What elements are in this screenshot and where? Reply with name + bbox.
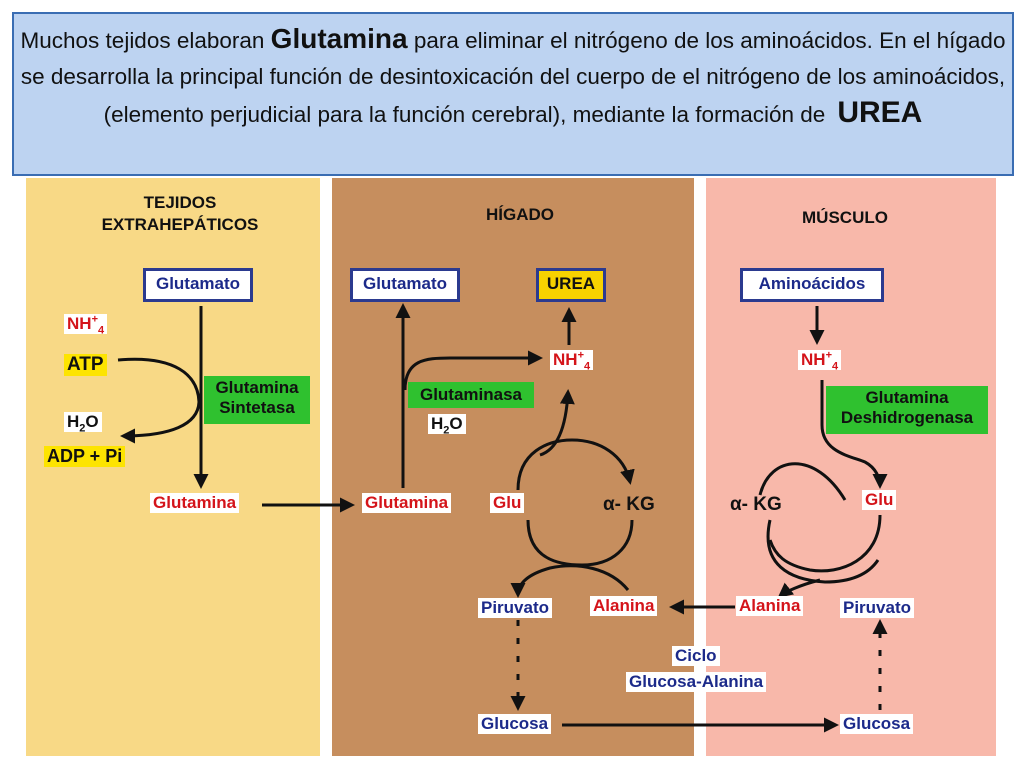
higado-akg: α- KG	[603, 494, 655, 515]
higado-transamination-cycle	[516, 438, 635, 491]
higado-lower-cycle	[510, 564, 630, 598]
musculo-piruvato: Piruvato	[840, 598, 915, 618]
musculo-alanina: Alanina	[736, 596, 804, 616]
cycle-label-line1: Ciclo	[672, 646, 720, 666]
musculo-glu: Glu	[862, 490, 897, 510]
higado-glu: Glu	[490, 493, 525, 513]
section-higado: HÍGADO	[486, 205, 554, 224]
caption-text-2: para eliminar el nitrógeno de los aminoá…	[20, 28, 1006, 127]
caption-urea: UREA	[837, 96, 923, 129]
section-tejidos: TEJIDOS EXTRAHEPÁTICOS	[40, 192, 320, 236]
musculo-glucosa: Glucosa	[840, 714, 914, 734]
higado-enzyme-glutaminasa: Glutaminasa	[408, 382, 534, 408]
higado-alanina: Alanina	[590, 596, 658, 616]
cycle-label-line2: Glucosa-Alanina	[626, 672, 767, 692]
musculo-nh4: NH+4	[798, 350, 842, 372]
arrow-nh4-glu	[820, 380, 888, 489]
section-musculo: MÚSCULO	[802, 208, 888, 227]
tejidos-enzyme-glutamina-sintetasa: Glutamina Sintetasa	[204, 376, 310, 424]
higado-glucosa: Glucosa	[478, 714, 552, 734]
caption-glutamina: Glutamina	[270, 23, 408, 54]
arrow-glu-nh4	[539, 389, 575, 457]
higado-glutamina: Glutamina	[362, 493, 452, 513]
musculo-transamination-cycle	[758, 462, 847, 501]
arrow-glutaminasa-nh4	[403, 350, 543, 391]
tejidos-glutamato-box: Glutamato	[143, 268, 253, 302]
section-tejidos-line1: TEJIDOS	[143, 193, 217, 212]
higado-urea-box: UREA	[536, 268, 606, 302]
tejidos-enzyme-line2: Sintetasa	[219, 398, 295, 417]
higado-h2o: H2O	[428, 414, 466, 436]
tejidos-adp-pi: ADP + Pi	[44, 446, 126, 467]
caption-text-1: Muchos tejidos elaboran	[20, 28, 271, 53]
musculo-akg: α- KG	[730, 494, 782, 515]
tejidos-enzyme-line1: Glutamina	[215, 378, 299, 397]
higado-piruvato: Piruvato	[478, 598, 553, 618]
tejidos-h2o: H2O	[64, 412, 102, 434]
higado-nh4: NH+4	[550, 350, 594, 372]
arrow-nh4-atp-curve	[117, 357, 201, 444]
tejidos-atp: ATP	[64, 354, 107, 376]
musculo-enzyme-glutamina-deshidrogenasa: Glutamina Deshidrogenasa	[826, 386, 988, 434]
musculo-enzyme-line1: Glutamina	[865, 388, 949, 407]
musculo-aminoacidos-box: Aminoácidos	[740, 268, 884, 302]
musculo-enzyme-line2: Deshidrogenasa	[840, 408, 974, 427]
caption-box: Muchos tejidos elaboran Glutamina para e…	[12, 12, 1014, 176]
section-tejidos-line2: EXTRAHEPÁTICOS	[101, 215, 259, 234]
tejidos-glutamina: Glutamina	[150, 493, 240, 513]
tejidos-nh4: NH+4	[64, 314, 108, 336]
musculo-lower-cycle	[766, 519, 880, 584]
higado-glutamato-box: Glutamato	[350, 268, 460, 302]
